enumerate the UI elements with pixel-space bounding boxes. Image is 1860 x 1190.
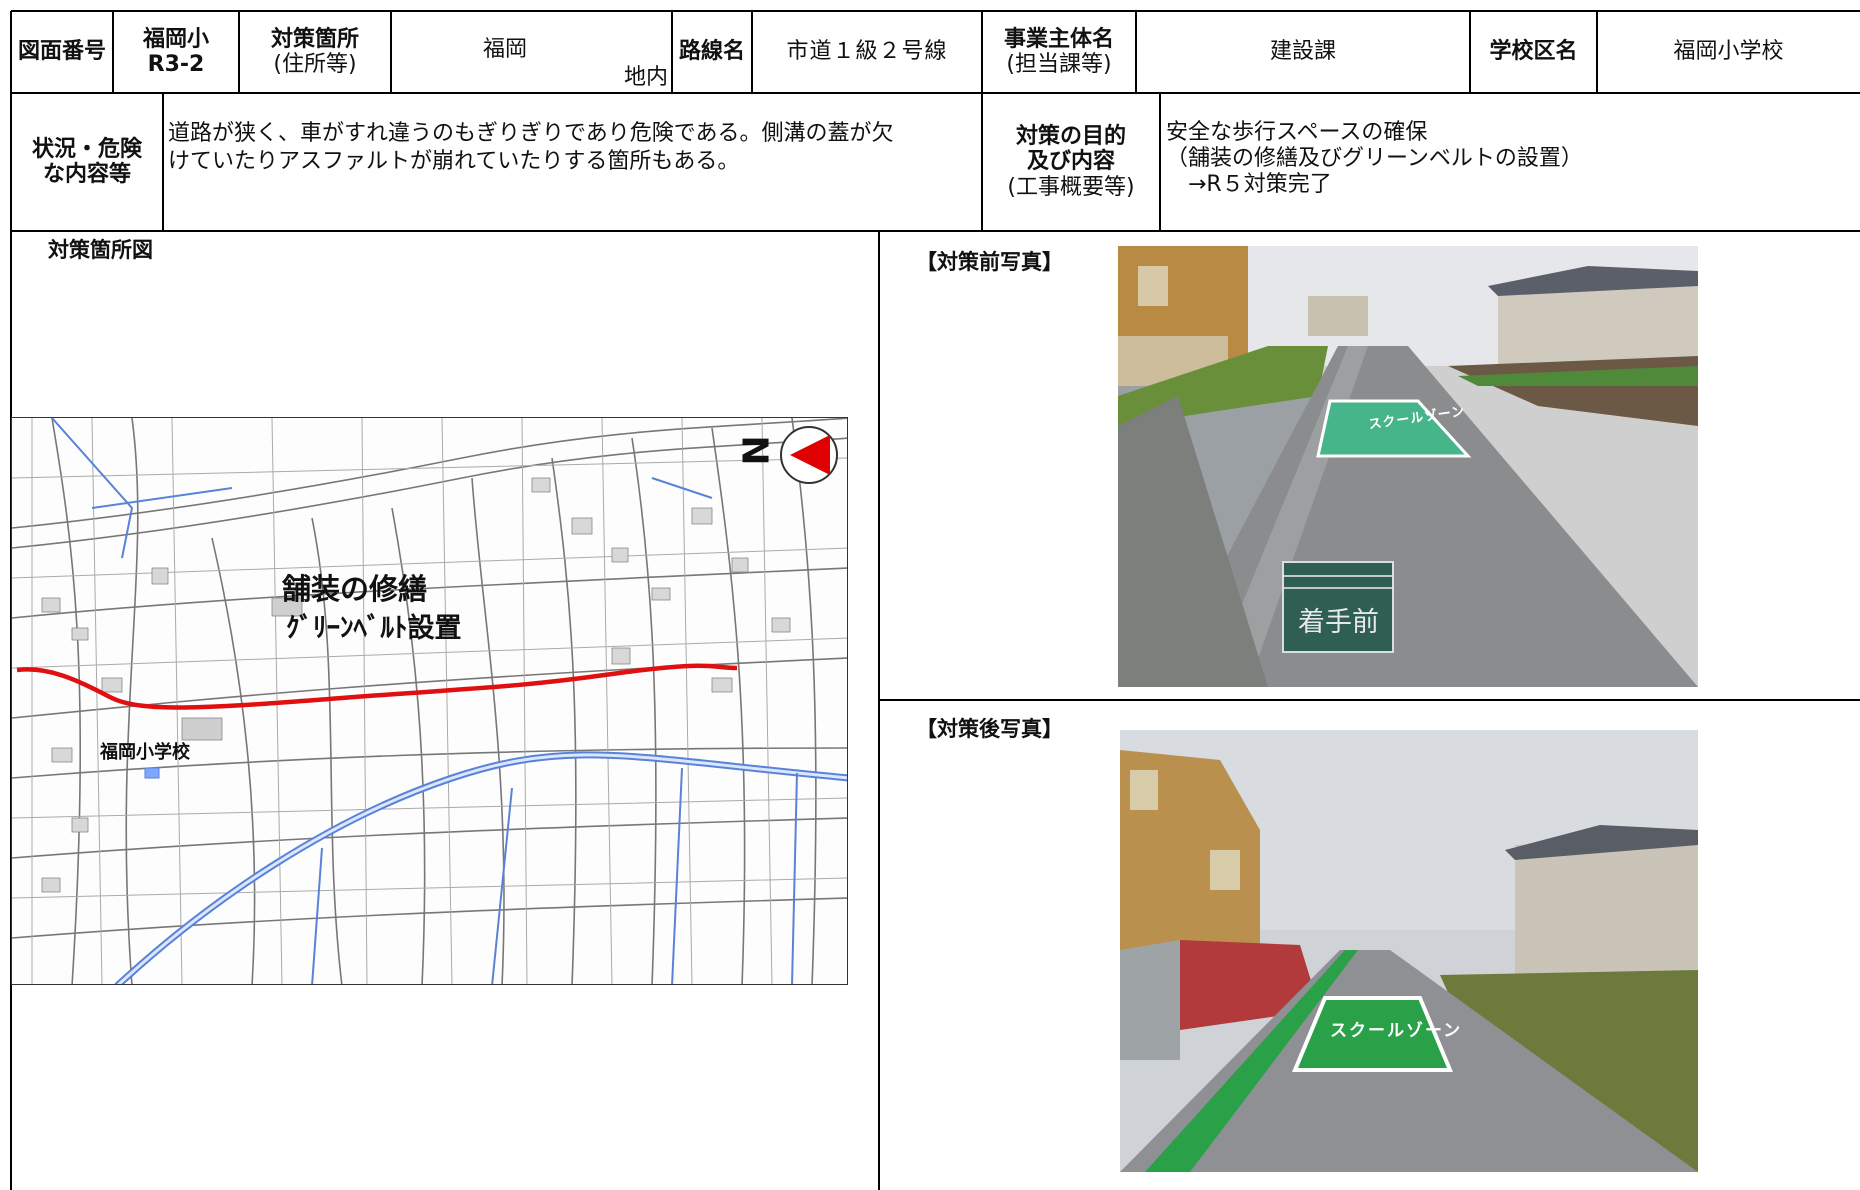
before-photo-label: 【対策前写真】 — [916, 250, 1063, 274]
map-annotation-greenbelt: ｸﾞﾘｰﾝﾍﾞﾙﾄ設置 — [286, 613, 462, 644]
map-drawing — [12, 418, 847, 984]
map-annotation-repair: 舗装の修繕 — [282, 572, 428, 606]
location-value-cell: 福岡 地内 — [391, 11, 672, 93]
photo-sign-text: 着手前 — [1298, 607, 1379, 638]
location-label-main: 対策箇所 — [270, 26, 359, 52]
location-suffix: 地内 — [624, 65, 669, 90]
after-road-marking: スクールゾーン — [1330, 1021, 1463, 1041]
agency-value: 建設課 — [1269, 39, 1336, 65]
agency-label-sub: (担当課等) — [1006, 52, 1112, 77]
purpose-text: 安全な歩行スペースの確保 （舗装の修繕及びグリーンベルトの設置） →R５対策完了 — [1166, 120, 1583, 197]
after-photo: スクールゾーン — [1120, 730, 1698, 1172]
after-photo-label: 【対策後写真】 — [916, 717, 1063, 741]
map-title: 対策箇所図 — [48, 238, 153, 262]
agency-label-main: 事業主体名 — [1003, 26, 1114, 52]
map-school-label: 福岡小学校 — [100, 742, 190, 763]
after-photo-drawing — [1120, 730, 1698, 1172]
route-label: 路線名 — [678, 39, 745, 65]
location-label: 対策箇所 (住所等) — [239, 11, 391, 93]
purpose-label-sub: (工事概要等) — [1007, 174, 1135, 200]
situation-text: 道路が狭く、車がすれ違うのもぎりぎりであり危険である。側溝の蓋が欠 けていたりア… — [168, 121, 894, 174]
before-photo: スクールゾーン 着手前 — [1118, 246, 1698, 687]
location-value: 福岡 — [483, 37, 528, 62]
purpose-label: 対策の目的 及び内容 (工事概要等) — [982, 93, 1160, 231]
agency-label: 事業主体名 (担当課等) — [982, 11, 1136, 93]
location-label-sub: (住所等) — [273, 52, 357, 77]
before-photo-drawing — [1118, 246, 1698, 687]
route-map: 舗装の修繕 ｸﾞﾘｰﾝﾍﾞﾙﾄ設置 福岡小学校 N — [11, 417, 848, 985]
school-label: 学校区名 — [1489, 39, 1578, 65]
school-value: 福岡小学校 — [1673, 39, 1784, 65]
route-value: 市道１級２号線 — [786, 39, 948, 65]
situation-label: 状況・危険 な内容等 — [31, 136, 142, 187]
drawing-no-value: 福岡小 R3-2 — [142, 26, 209, 77]
purpose-label-main: 対策の目的 及び内容 — [1015, 124, 1126, 175]
drawing-no-label: 図面番号 — [17, 39, 106, 65]
north-letter: N — [733, 435, 775, 466]
